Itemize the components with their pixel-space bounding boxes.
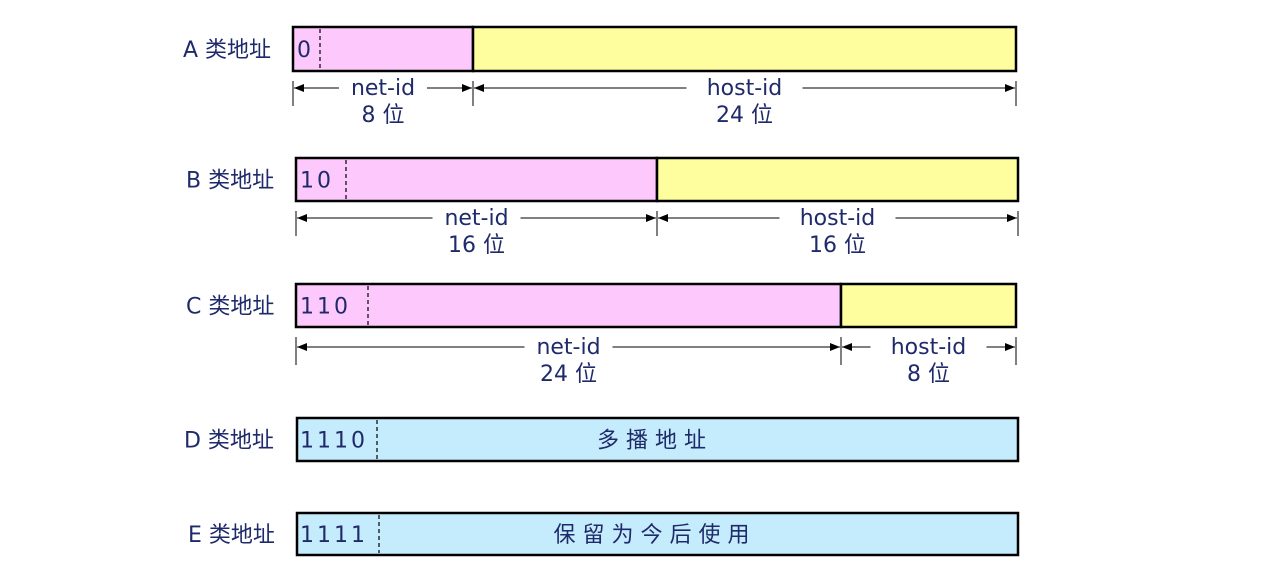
class-2-net-id-label: net-id <box>536 335 600 360</box>
class-1-net-dimension-left-arrowhead-left <box>297 214 307 222</box>
class-3-prefix-bits: 1110 <box>300 429 368 454</box>
class-0-prefix-bits: 0 <box>297 38 314 63</box>
class-1-prefix-bits: 10 <box>300 169 334 194</box>
class-3-address-box <box>295 416 1020 463</box>
class-2-host-size-label: 8 位 <box>907 362 950 387</box>
class-2-net-size-label: 24 位 <box>540 362 597 387</box>
class-3-description: 多播地址 <box>597 429 713 454</box>
class-2-prefix-bits: 110 <box>300 295 351 320</box>
class-1-net-id-label: net-id <box>444 206 508 231</box>
class-0-net-dimension-left-arrowhead-left <box>294 84 304 92</box>
class-0-host-segment <box>471 25 1018 73</box>
class-2-net-segment <box>294 282 843 329</box>
class-1-host-dimension-right-arrowhead-right <box>1007 214 1017 222</box>
class-0-host-dimension-right-arrowhead-right <box>1005 84 1015 92</box>
class-4-prefix-bits: 1111 <box>300 523 368 548</box>
class-1-host-id-label: host-id <box>800 206 876 231</box>
class-1-net-dimension-right-arrowhead-right <box>646 214 656 222</box>
class-4-label: E 类地址 <box>188 523 275 548</box>
class-2-host-dimension-left-arrowhead-left <box>842 343 852 351</box>
class-3-label: D 类地址 <box>184 429 274 454</box>
class-1-net-segment <box>294 156 659 203</box>
class-4-address-box <box>295 511 1020 557</box>
class-2-host-id-label: host-id <box>891 335 967 360</box>
class-2-host-dimension-right-arrowhead-right <box>1005 343 1015 351</box>
class-1-host-dimension-left-arrowhead-left <box>658 214 668 222</box>
class-2-net-dimension-left-arrowhead-left <box>297 343 307 351</box>
class-0-label: A 类地址 <box>183 38 271 63</box>
class-0-host-size-label: 24 位 <box>716 103 773 128</box>
class-0-host-id-label: host-id <box>707 76 783 101</box>
class-1-host-size-label: 16 位 <box>809 233 866 258</box>
class-0-host-dimension-left-arrowhead-left <box>474 84 484 92</box>
class-0-net-dimension-right-arrowhead-right <box>462 84 472 92</box>
class-0-net-id-label: net-id <box>351 76 415 101</box>
class-0-net-size-label: 8 位 <box>362 103 405 128</box>
class-0-net-segment <box>291 25 475 73</box>
class-2-net-dimension-right-arrowhead-right <box>830 343 840 351</box>
class-1-label: B 类地址 <box>186 169 274 194</box>
class-2-label: C 类地址 <box>186 295 274 320</box>
class-1-net-size-label: 16 位 <box>448 233 505 258</box>
class-2-host-segment <box>839 282 1018 329</box>
class-4-description: 保留为今后使用 <box>553 523 756 548</box>
class-1-host-segment <box>655 156 1020 203</box>
